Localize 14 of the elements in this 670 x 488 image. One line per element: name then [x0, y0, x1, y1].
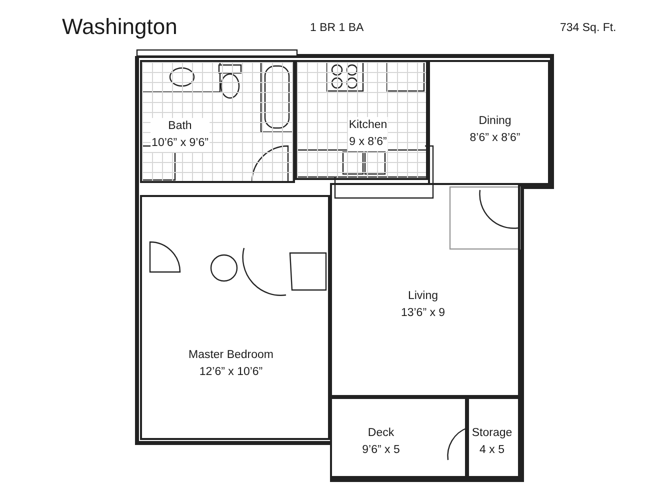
room-outline: [295, 60, 428, 180]
room-name: Bath: [150, 118, 210, 135]
room-outline: [330, 397, 467, 478]
plan-info-text: 734 Sq. Ft.: [560, 22, 616, 34]
room-outline: [428, 60, 550, 185]
room-dimensions: 9 x 8’6”: [348, 134, 388, 151]
plan-info-text: 1 BR 1 BA: [310, 22, 364, 34]
room-outline: [140, 60, 295, 183]
plan-title: Washington: [62, 14, 178, 40]
room-dimensions: 10’6” x 9’6”: [150, 135, 210, 152]
room-outline: [330, 183, 520, 397]
room-name: Kitchen: [348, 117, 388, 134]
room-outline: [467, 397, 520, 478]
room-outline: [140, 195, 330, 440]
